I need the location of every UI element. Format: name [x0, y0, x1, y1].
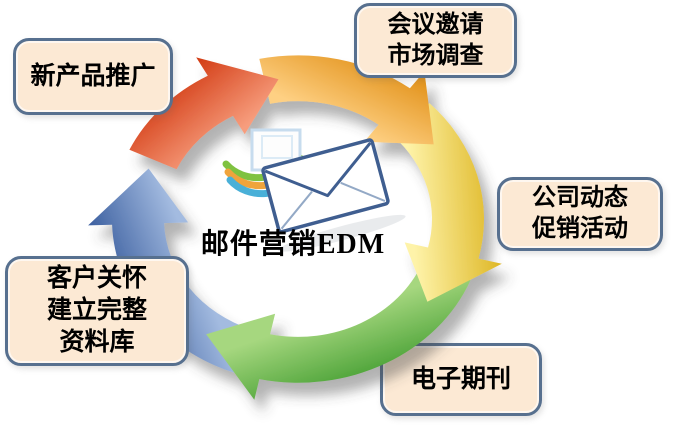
cycle-ring — [88, 55, 502, 400]
label-line: 客户关怀 — [46, 265, 147, 292]
envelope-flap — [264, 141, 372, 198]
envelope-shadow — [278, 214, 406, 252]
label-line: 促销活动 — [532, 216, 628, 242]
label-box-new-product: 新产品推广 — [13, 38, 173, 115]
envelope-fold-left — [280, 190, 313, 230]
label-line: 建立完整 — [46, 297, 147, 324]
label-box-meeting-survey: 会议邀请 市场调查 — [354, 3, 517, 78]
cycle-arrow-green — [206, 263, 471, 400]
label-line: 资料库 — [59, 329, 135, 356]
label-line: 市场调查 — [387, 42, 484, 69]
envelope-fold-right — [340, 181, 386, 202]
label-line: 电子期刊 — [410, 365, 511, 393]
label-line: 新产品推广 — [30, 62, 156, 90]
envelope — [261, 138, 406, 252]
label-line: 会议邀请 — [387, 11, 484, 38]
cycle-arrow-red — [129, 57, 279, 170]
label-box-company-news: 公司动态 促销活动 — [497, 177, 663, 251]
envelope-body — [261, 138, 390, 234]
frame-inner-rect — [261, 135, 293, 159]
label-line: 公司动态 — [532, 185, 628, 212]
page-title: 邮件营销EDM — [200, 229, 386, 260]
label-box-e-journal: 电子期刊 — [380, 343, 542, 416]
cycle-arrow-yellow — [392, 103, 502, 302]
label-box-customer-care: 客户关怀 建立完整 资料库 — [5, 256, 189, 366]
email-envelope-icon — [222, 128, 406, 252]
